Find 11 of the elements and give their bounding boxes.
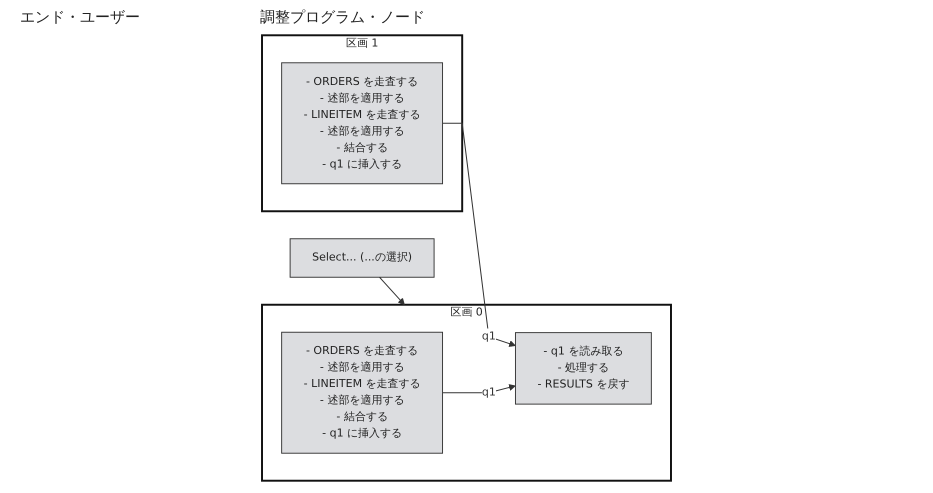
node-box: - q1 を読み取る - 処理する - RESULTS を戻す xyxy=(514,332,652,405)
arrow xyxy=(379,276,405,306)
column-heading: 調整プログラム・ノード xyxy=(260,8,425,27)
edge-label: q1 xyxy=(482,386,496,399)
arrow xyxy=(442,384,516,394)
column-heading: エンド・ユーザー xyxy=(20,8,140,27)
arrow xyxy=(442,122,516,347)
edge-label: q1 xyxy=(482,330,496,343)
node-box: Select... (...の選択) xyxy=(290,238,435,278)
node-box: - ORDERS を走査する - 述部を適用する - LINEITEM を走査する - 述部を適用する - 結合する - q1 に挿入する xyxy=(281,62,444,184)
node-box: - ORDERS を走査する - 述部を適用する - LINEITEM を走査する - 述部を適用する - 結合する - q1 に挿入する xyxy=(281,332,444,454)
